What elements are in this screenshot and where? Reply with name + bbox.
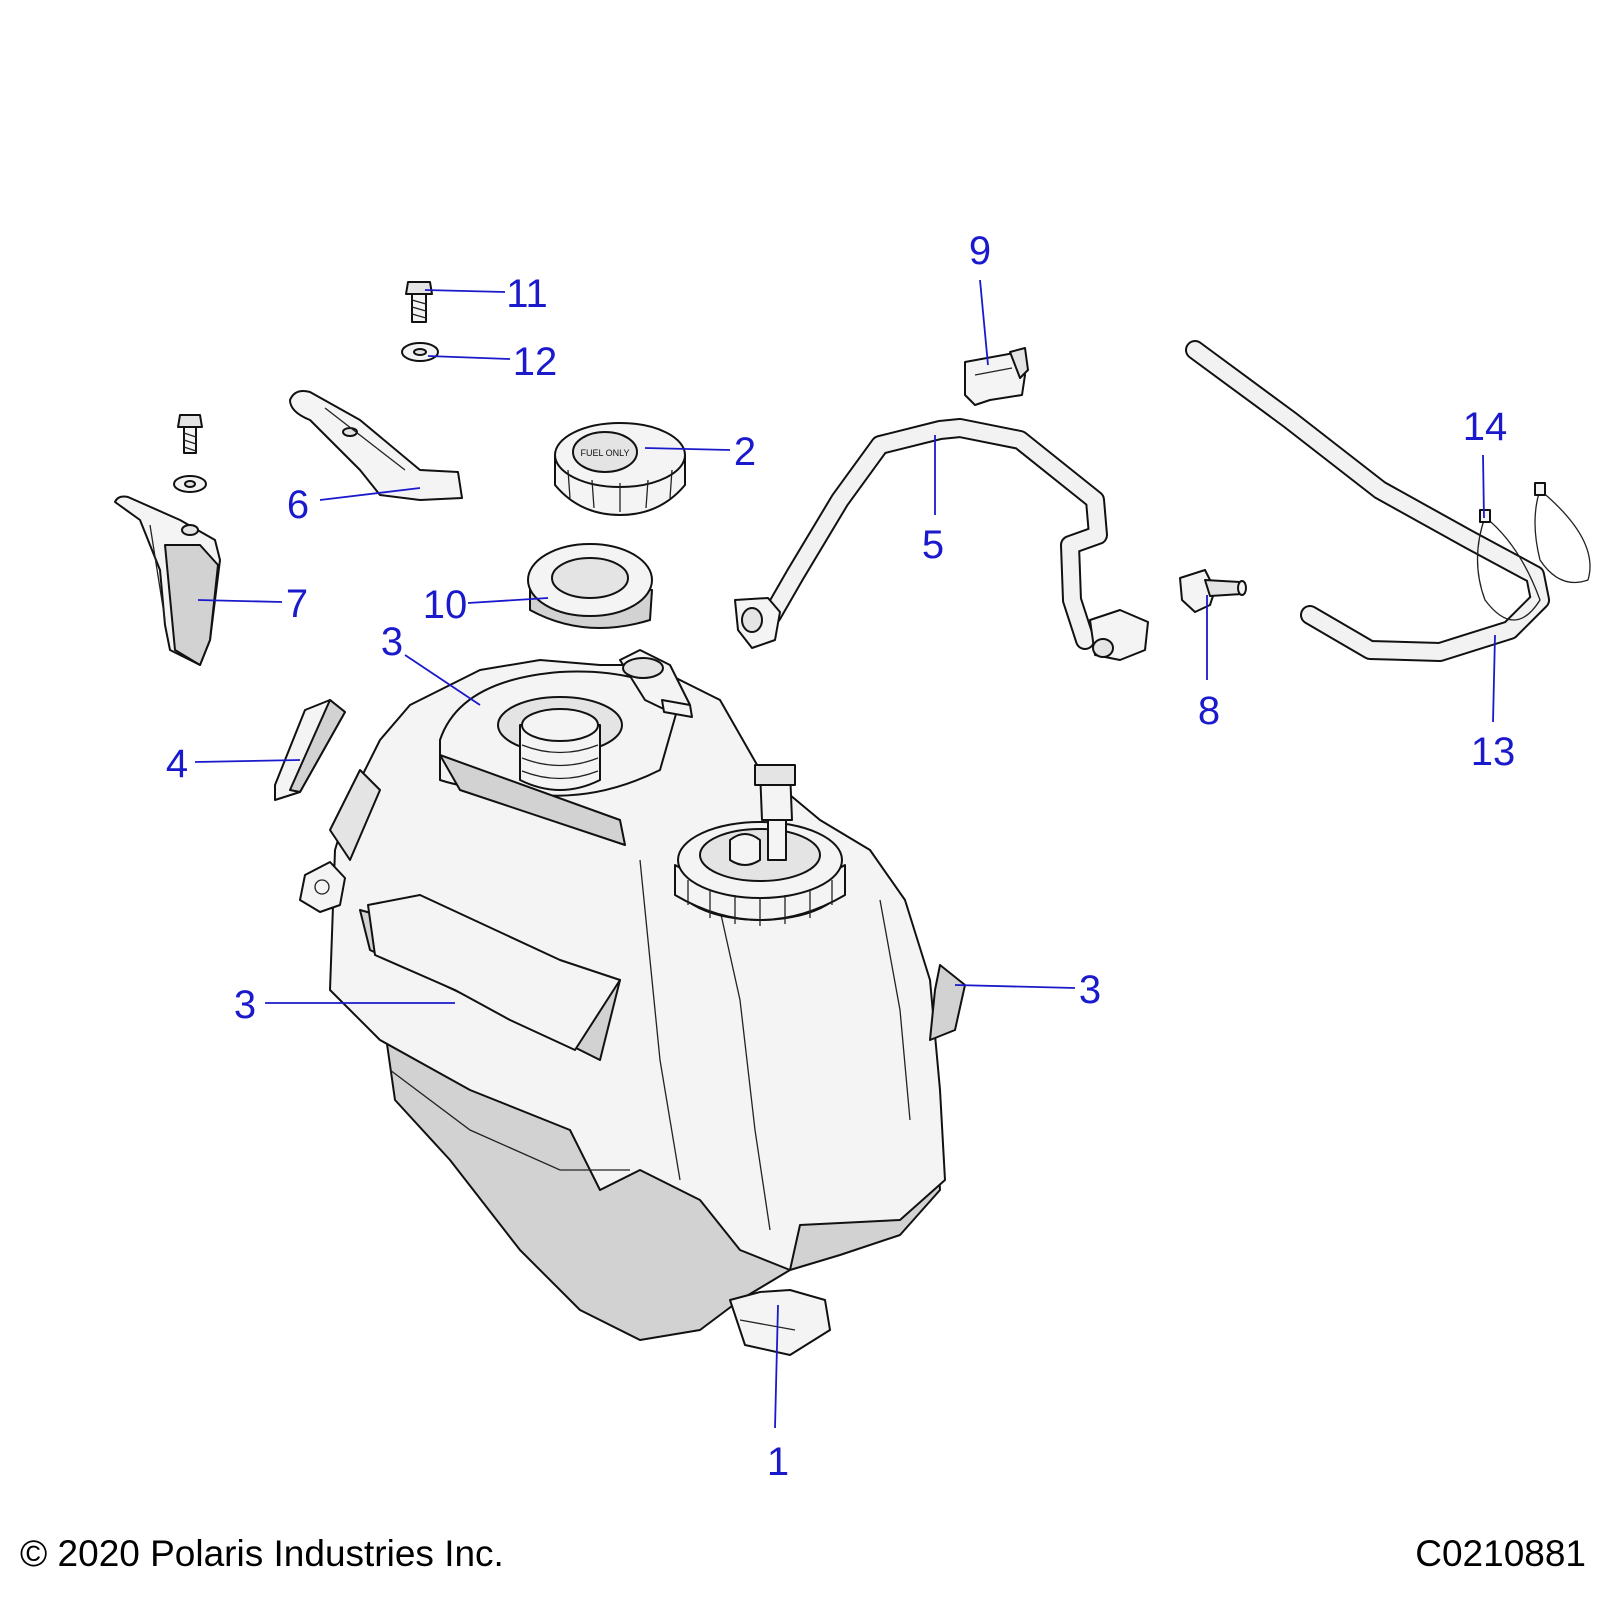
filler-seal: [527, 543, 653, 629]
fuel-tank: [299, 649, 966, 1356]
copyright-notice: © 2020 Polaris Industries Inc.: [20, 1533, 504, 1574]
callout-5: 5: [922, 523, 944, 567]
washer: [401, 342, 439, 362]
leader-3c: [954, 984, 1076, 989]
cap-text: FUEL ONLY: [580, 448, 629, 458]
callout-3b: 3: [234, 983, 256, 1027]
leader-13: [1492, 634, 1496, 723]
callout-1: 1: [767, 1440, 789, 1484]
callout-10: 10: [423, 583, 468, 627]
leader-1: [774, 1304, 779, 1429]
hose-clip: [964, 347, 1029, 406]
callout-11: 11: [506, 272, 548, 316]
bracket-lower: [114, 495, 221, 666]
leader-7: [197, 599, 283, 603]
callout-4: 4: [166, 742, 188, 786]
drawing-number: C0210881: [1415, 1533, 1586, 1574]
callout-9: 9: [969, 229, 991, 273]
pad: [274, 699, 346, 801]
leader-lines: [194, 279, 1496, 1429]
leader-14: [1482, 454, 1485, 519]
elbow-fitting: [1179, 569, 1247, 613]
leader-3a: [404, 654, 481, 706]
callout-numbers: 1 2 3 3 3 4 5 6 7 8 9 10 11 12 13 14: [166, 229, 1515, 1484]
leader-11: [424, 289, 506, 293]
callout-2: 2: [734, 430, 756, 474]
callout-3c: 3: [1079, 968, 1101, 1012]
fuel-hose: [734, 418, 1149, 661]
leader-9: [979, 279, 989, 366]
callout-7: 7: [286, 582, 308, 626]
fuel-cap: FUEL ONLY: [554, 422, 686, 516]
vent-hose: [1185, 340, 1550, 662]
bracket-upper: [289, 390, 463, 501]
leader-4: [194, 759, 301, 763]
cable-tie: [1476, 482, 1591, 621]
leader-10: [467, 597, 549, 604]
callout-14: 14: [1463, 405, 1508, 449]
leader-2: [644, 447, 731, 451]
bracket-bolt: [173, 414, 207, 493]
callout-6: 6: [287, 483, 309, 527]
callout-3a: 3: [381, 620, 403, 664]
leader-12: [427, 355, 511, 360]
callout-13: 13: [1471, 730, 1516, 774]
callout-8: 8: [1198, 689, 1220, 733]
callout-12: 12: [513, 340, 558, 384]
leader-6: [319, 487, 421, 501]
bolt: [405, 281, 433, 323]
